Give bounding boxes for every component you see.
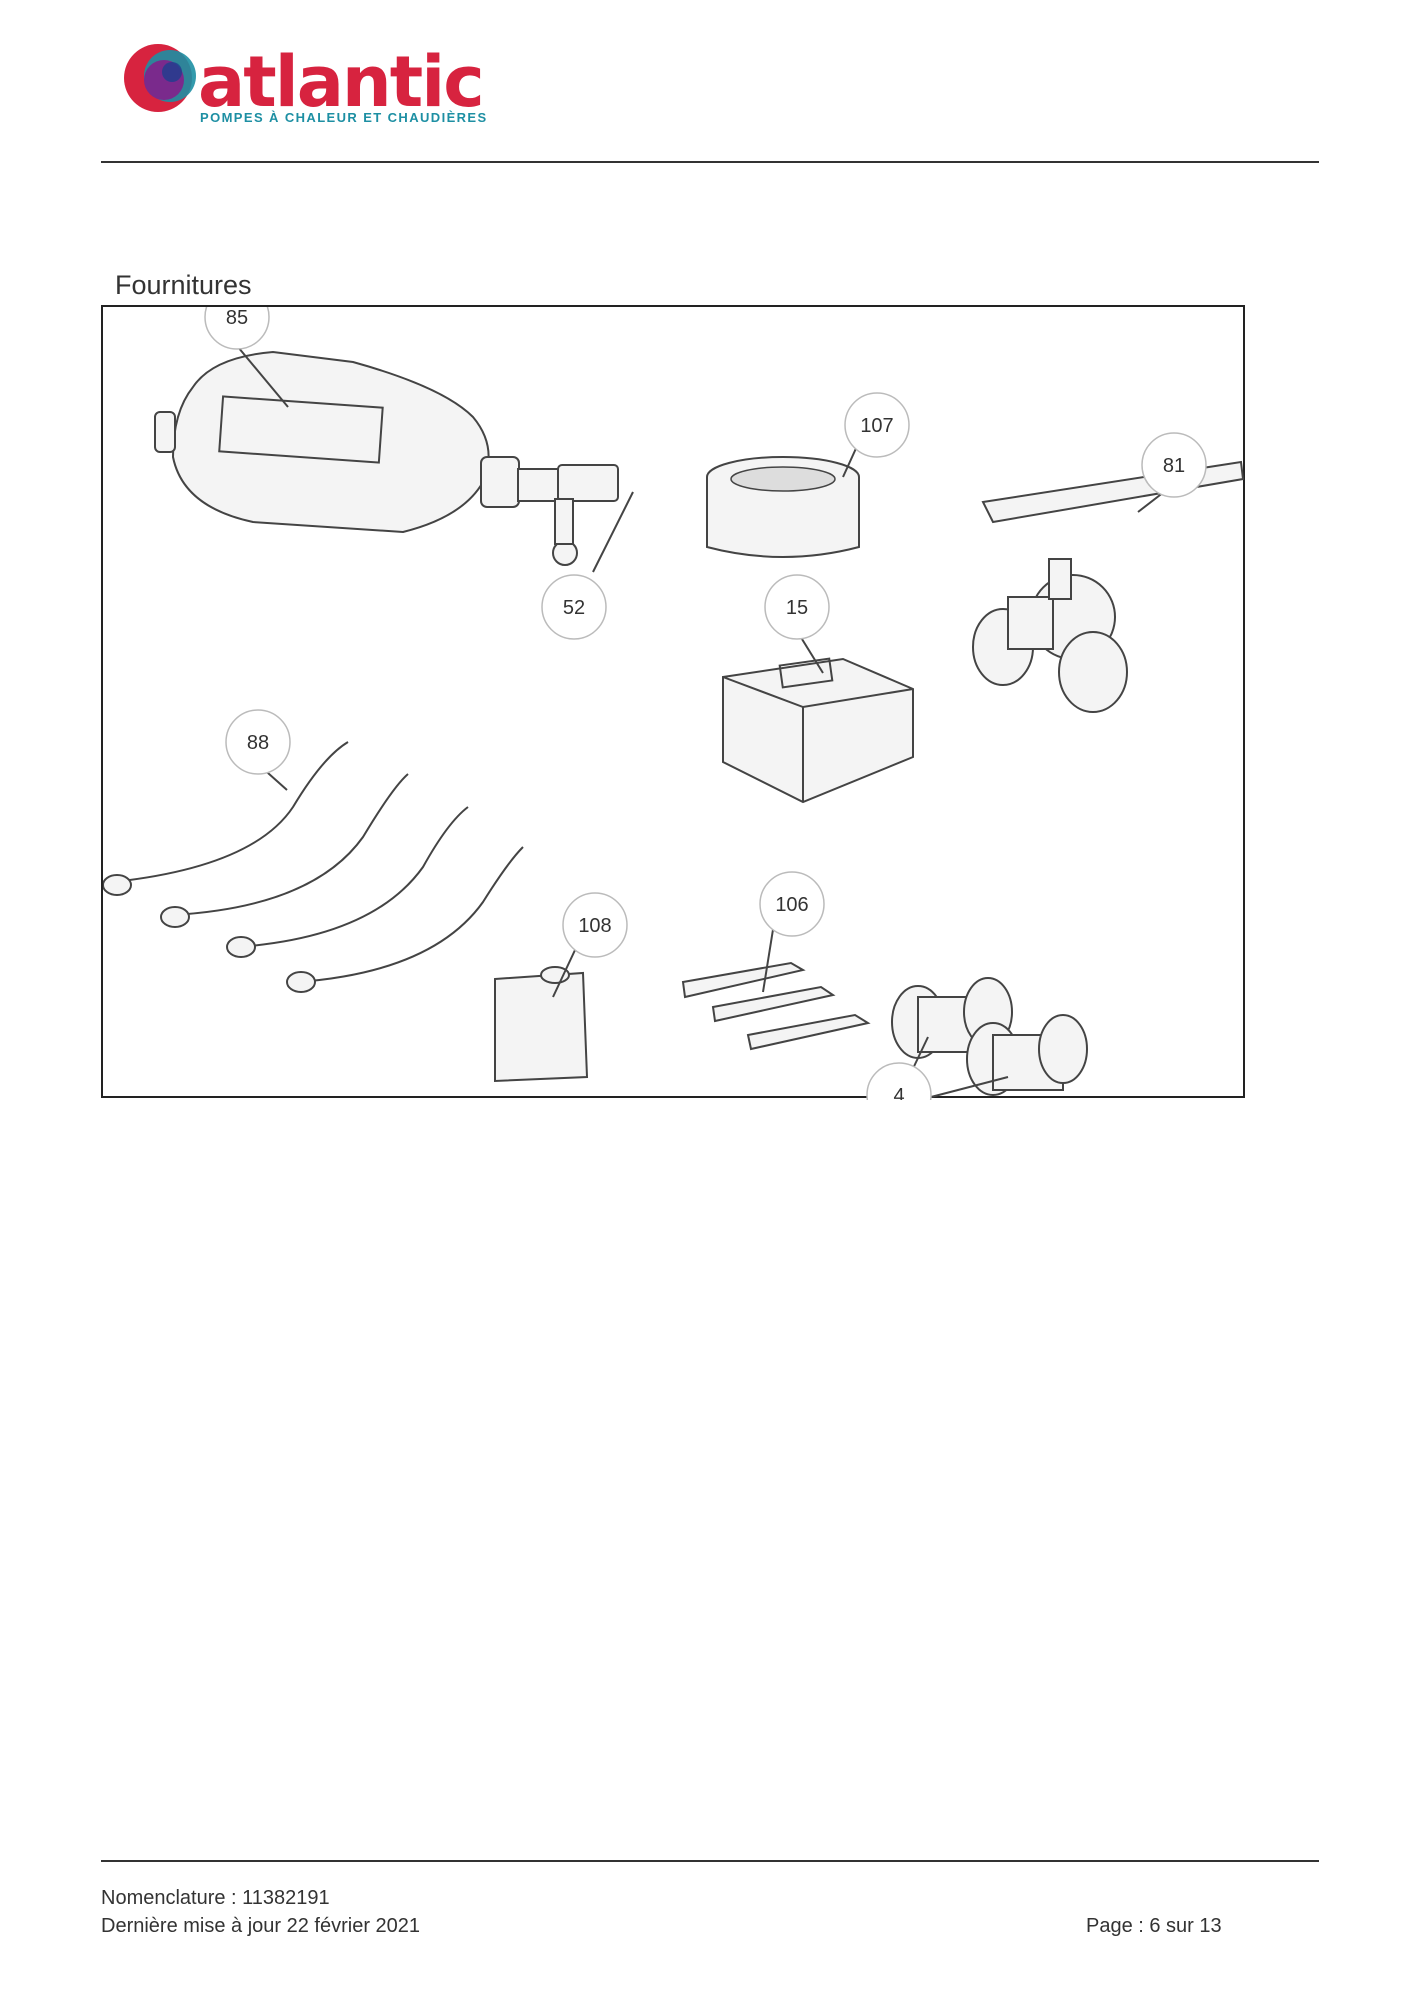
section-title: Fournitures: [115, 270, 252, 300]
safety-valve-illustration: [552, 464, 619, 566]
callout-81: 81: [1141, 432, 1207, 498]
callout-108: 108: [562, 892, 628, 958]
atlantic-logo-mark-icon: [124, 44, 196, 112]
callout-88-label: 88: [247, 732, 269, 754]
grease-sachet-illustration: [494, 966, 589, 1083]
callout-108-label: 108: [578, 915, 611, 937]
compression-fittings-illustration: [891, 977, 1088, 1096]
atlantic-logo: [112, 36, 492, 136]
tape-roll-illustration: [706, 456, 860, 558]
callout-15-label: 15: [786, 597, 808, 619]
brand-name: atlantic: [198, 41, 485, 123]
brand-tagline: POMPES À CHALEUR ET CHAUDIÈRES: [200, 110, 488, 125]
callout-85: 85: [204, 307, 270, 350]
callout-107-label: 107: [860, 415, 893, 437]
callout-85-label: 85: [226, 307, 248, 329]
callout-52: 52: [541, 574, 607, 640]
three-way-valve-illustration: [972, 460, 1245, 713]
callout-4-label: 4: [893, 1085, 904, 1100]
callout-4: 4: [866, 1062, 932, 1100]
footer-divider: [101, 1860, 1319, 1862]
expansion-vessel-illustration: [154, 350, 559, 534]
header-divider: [101, 161, 1319, 163]
sensor-pockets-illustration: [681, 961, 871, 1051]
parts-illustration: .ln { fill:none; stroke:#444; stroke-wid…: [103, 307, 1245, 1100]
callout-106-label: 106: [775, 894, 808, 916]
callout-15: 15: [764, 574, 830, 640]
control-box-illustration: [722, 657, 914, 804]
callout-52-label: 52: [563, 597, 585, 619]
footer-last-update: Dernière mise à jour 22 février 2021: [101, 1915, 421, 1937]
callout-106: 106: [759, 871, 825, 937]
temperature-sensors-illustration: [103, 741, 524, 993]
parts-figure: .ln { fill:none; stroke:#444; stroke-wid…: [101, 305, 1245, 1100]
callout-88: 88: [225, 709, 291, 775]
footer-nomenclature: Nomenclature : 11382191: [101, 1887, 330, 1909]
callout-81-label: 81: [1163, 455, 1185, 477]
footer-page-number: Page : 6 sur 13: [1086, 1915, 1222, 1937]
callout-107: 107: [844, 392, 910, 458]
